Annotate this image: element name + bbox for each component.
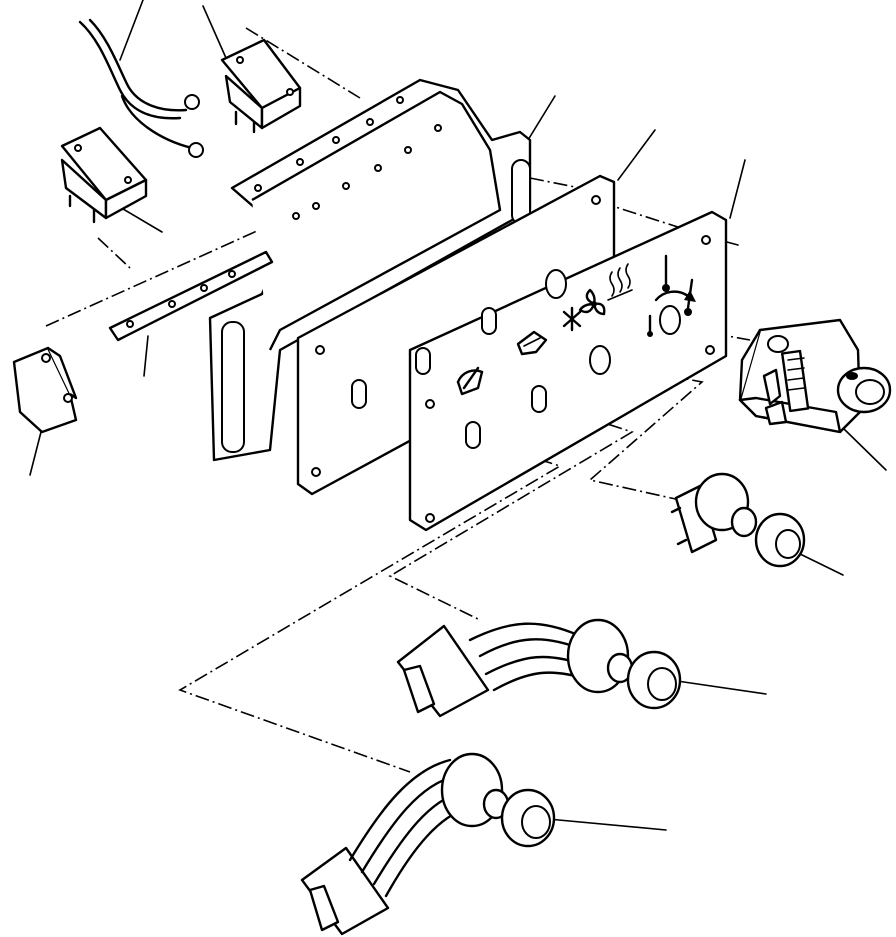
windshield-wiper-icon — [456, 366, 484, 396]
rotary-switch-middle — [396, 618, 682, 718]
rotary-switch-lower — [300, 752, 556, 936]
panel-symbols — [456, 254, 696, 396]
mounting-bracket — [208, 78, 532, 462]
terminal-strip — [108, 250, 274, 342]
bracket-holes — [254, 96, 442, 220]
relay-upper — [220, 38, 302, 134]
end-cap — [12, 346, 78, 434]
ground-wire-harness — [78, 18, 204, 158]
rear-defog-icon — [607, 263, 633, 301]
snowflake-icon — [562, 306, 582, 332]
temperature-control-unit — [738, 318, 892, 434]
temperature-knob-icon — [647, 290, 696, 337]
fan-icon — [578, 288, 606, 316]
relay-lower — [60, 126, 148, 224]
control-panel-plate — [408, 210, 728, 532]
washer-icon — [516, 330, 548, 356]
rotary-switch-upper — [670, 472, 806, 568]
